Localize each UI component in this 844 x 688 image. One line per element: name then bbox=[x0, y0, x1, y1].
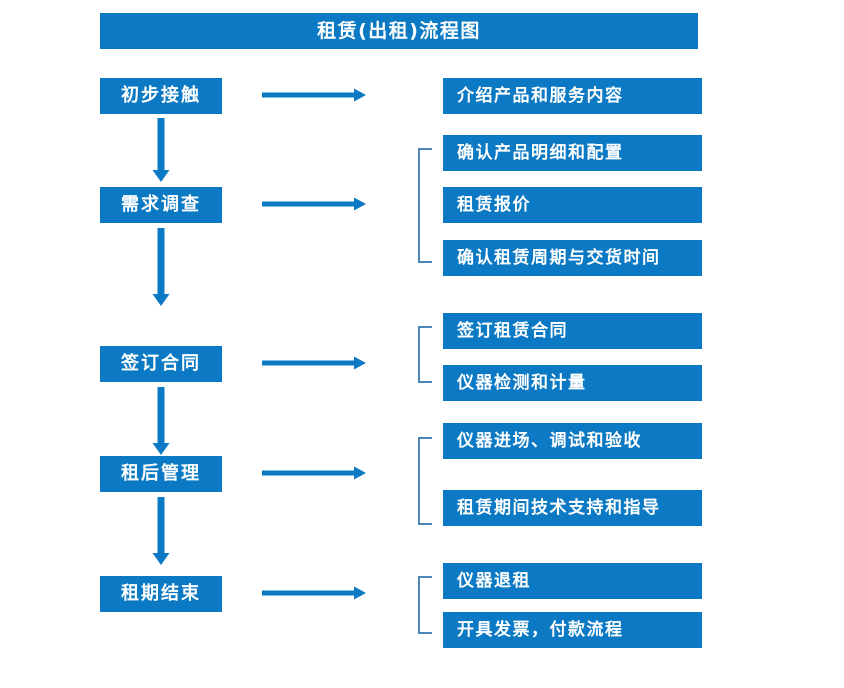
detail-label-1-1: 介绍产品和服务内容 bbox=[457, 85, 624, 106]
group-bracket-icon-2 bbox=[417, 148, 433, 263]
detail-label-4-1: 仪器进场、调试和验收 bbox=[457, 430, 642, 451]
detail-label-2-3: 确认租赁周期与交货时间 bbox=[457, 247, 661, 268]
detail-label-2-1: 确认产品明细和配置 bbox=[457, 142, 624, 163]
arrow-down-icon-2 bbox=[152, 228, 170, 306]
detail-box-3-1[interactable]: 签订租赁合同 bbox=[443, 313, 702, 349]
detail-box-2-2[interactable]: 租赁报价 bbox=[443, 187, 702, 223]
arrow-right-icon-4 bbox=[262, 465, 366, 481]
diagram-title-bar: 租赁(出租)流程图 bbox=[100, 13, 698, 49]
detail-box-5-1[interactable]: 仪器退租 bbox=[443, 563, 702, 599]
arrow-right-icon-5 bbox=[262, 585, 366, 601]
group-bracket-icon-5 bbox=[417, 576, 433, 634]
detail-label-3-2: 仪器检测和计量 bbox=[457, 372, 587, 393]
detail-box-5-2[interactable]: 开具发票，付款流程 bbox=[443, 612, 702, 648]
detail-box-4-2[interactable]: 租赁期间技术支持和指导 bbox=[443, 490, 702, 526]
group-bracket-icon-4 bbox=[417, 437, 433, 525]
stage-box-5[interactable]: 租期结束 bbox=[100, 576, 222, 612]
stage-box-3[interactable]: 签订合同 bbox=[100, 346, 222, 382]
detail-box-4-1[interactable]: 仪器进场、调试和验收 bbox=[443, 423, 702, 459]
arrow-down-icon-3 bbox=[152, 387, 170, 455]
stage-label-3: 签订合同 bbox=[121, 353, 201, 374]
stage-label-2: 需求调查 bbox=[121, 194, 201, 215]
detail-label-5-1: 仪器退租 bbox=[457, 570, 531, 591]
group-bracket-icon-3 bbox=[417, 326, 433, 383]
detail-box-3-2[interactable]: 仪器检测和计量 bbox=[443, 365, 702, 401]
detail-label-3-1: 签订租赁合同 bbox=[457, 320, 568, 341]
detail-box-2-3[interactable]: 确认租赁周期与交货时间 bbox=[443, 240, 702, 276]
detail-label-2-2: 租赁报价 bbox=[457, 194, 531, 215]
stage-box-4[interactable]: 租后管理 bbox=[100, 456, 222, 492]
detail-label-5-2: 开具发票，付款流程 bbox=[457, 619, 624, 640]
detail-box-1-1[interactable]: 介绍产品和服务内容 bbox=[443, 78, 702, 114]
arrow-right-icon-1 bbox=[262, 87, 366, 103]
stage-box-1[interactable]: 初步接触 bbox=[100, 78, 222, 114]
detail-box-2-1[interactable]: 确认产品明细和配置 bbox=[443, 135, 702, 171]
stage-box-2[interactable]: 需求调查 bbox=[100, 187, 222, 223]
page-title: 租赁(出租)流程图 bbox=[317, 19, 481, 42]
arrow-right-icon-3 bbox=[262, 355, 366, 371]
stage-label-1: 初步接触 bbox=[121, 85, 201, 106]
stage-label-4: 租后管理 bbox=[121, 463, 201, 484]
detail-label-4-2: 租赁期间技术支持和指导 bbox=[457, 497, 661, 518]
arrow-right-icon-2 bbox=[262, 196, 366, 212]
arrow-down-icon-1 bbox=[152, 118, 170, 182]
arrow-down-icon-4 bbox=[152, 497, 170, 565]
stage-label-5: 租期结束 bbox=[121, 583, 201, 604]
